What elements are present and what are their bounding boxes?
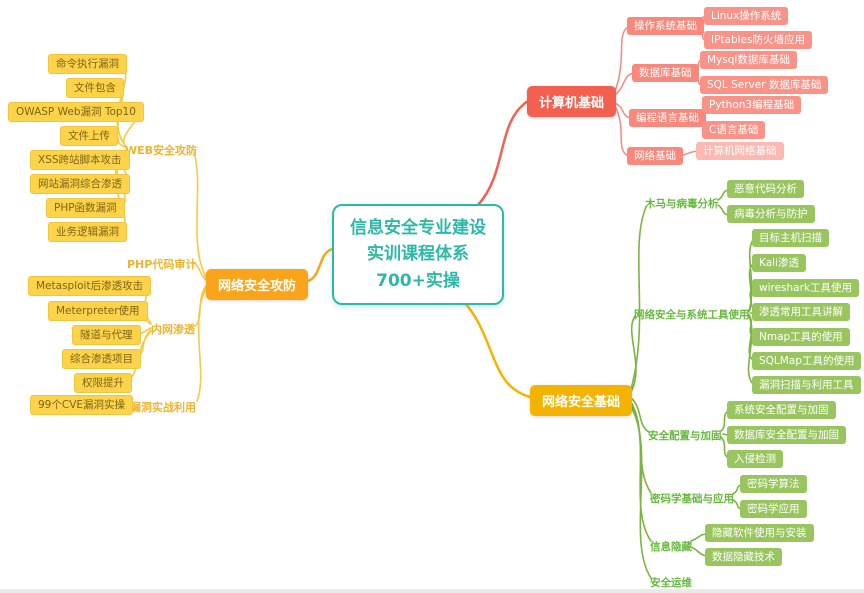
leaf-hiding-software-install[interactable]: 隐藏软件使用与安装: [705, 524, 814, 543]
leaf-cve-practice[interactable]: 99个CVE漏洞实操: [30, 395, 134, 416]
leaf-virus-analysis-protection[interactable]: 病毒分析与防护: [727, 205, 815, 224]
leaf-linux-os[interactable]: Linux操作系统: [704, 7, 789, 26]
leaf-crypto-applications[interactable]: 密码学应用: [740, 500, 807, 519]
topic-security-operations[interactable]: 安全运维: [650, 577, 692, 589]
leaf-nmap-usage[interactable]: Nmap工具的使用: [752, 328, 850, 347]
leaf-meterpreter-usage[interactable]: Meterpreter使用: [48, 301, 148, 322]
basics-branch-lines: [630, 189, 754, 579]
horizontal-scrollbar[interactable]: [0, 589, 864, 593]
topic-programming-basics[interactable]: 编程语言基础: [629, 109, 706, 128]
leaf-computer-network-basics[interactable]: 计算机网络基础: [696, 142, 784, 161]
topic-security-hardening[interactable]: 安全配置与加固: [648, 430, 722, 442]
leaf-mysql-basics[interactable]: Mysql数据库基础: [700, 51, 797, 70]
leaf-php-function-vuln[interactable]: PHP函数漏洞: [46, 198, 125, 219]
leaf-comprehensive-penetration-project[interactable]: 综合渗透项目: [62, 349, 141, 370]
leaf-kali-penetration[interactable]: Kali渗透: [752, 254, 806, 273]
trunk-basics: [453, 291, 532, 399]
leaf-file-inclusion[interactable]: 文件包含: [66, 78, 124, 99]
central-topic[interactable]: 信息安全专业建设 实训课程体系 700+实操: [332, 204, 504, 306]
topic-vuln-exploitation[interactable]: 漏洞实战利用: [130, 401, 196, 414]
topic-os-basics[interactable]: 操作系统基础: [627, 17, 704, 36]
leaf-target-host-scan[interactable]: 目标主机扫描: [752, 229, 829, 248]
computer-branch-lines: [614, 15, 707, 157]
trunk-computer: [476, 99, 530, 207]
topic-intranet-penetration[interactable]: 内网渗透: [151, 323, 195, 336]
leaf-owasp-top10[interactable]: OWASP Web漏洞 Top10: [8, 102, 144, 123]
leaf-metasploit-post-exploitation[interactable]: Metasploit后渗透攻击: [28, 276, 152, 297]
leaf-c-language-basics[interactable]: C语言基础: [702, 121, 766, 140]
trunk-attack: [306, 247, 334, 283]
topic-cryptography-basics[interactable]: 密码学基础与应用: [650, 493, 734, 505]
leaf-website-vuln-penetration[interactable]: 网站漏洞综合渗透: [30, 174, 130, 195]
topic-web-security[interactable]: WEB安全攻防: [125, 144, 198, 157]
topic-security-system-tools[interactable]: 网络安全与系统工具使用: [634, 309, 750, 321]
leaf-iptables-firewall[interactable]: IPtables防火墙应用: [704, 31, 812, 50]
leaf-business-logic-vuln[interactable]: 业务逻辑漏洞: [48, 222, 127, 243]
topic-trojan-virus-analysis[interactable]: 木马与病毒分析: [645, 198, 719, 210]
leaf-wireshark-usage[interactable]: wireshark工具使用: [752, 279, 860, 298]
leaf-sqlserver-basics[interactable]: SQL Server 数据库基础: [700, 76, 829, 95]
branch-network-attack-defense[interactable]: 网络安全攻防: [206, 269, 309, 300]
leaf-python3-basics[interactable]: Python3编程基础: [702, 96, 802, 115]
leaf-malicious-code-analysis[interactable]: 恶意代码分析: [727, 180, 804, 199]
leaf-tunnel-proxy[interactable]: 隧道与代理: [72, 325, 141, 346]
leaf-database-hardening[interactable]: 数据库安全配置与加固: [727, 426, 846, 445]
leaf-sqlmap-usage[interactable]: SQLMap工具的使用: [752, 352, 862, 371]
leaf-intrusion-detection[interactable]: 入侵检测: [727, 450, 783, 469]
leaf-data-hiding-tech[interactable]: 数据隐藏技术: [705, 548, 782, 567]
leaf-common-penetration-tools[interactable]: 渗透常用工具讲解: [752, 303, 850, 322]
leaf-crypto-algorithms[interactable]: 密码学算法: [740, 475, 807, 494]
branch-network-security-basics[interactable]: 网络安全基础: [530, 385, 633, 416]
topic-database-basics[interactable]: 数据库基础: [632, 64, 699, 83]
leaf-file-upload[interactable]: 文件上传: [60, 126, 118, 147]
leaf-system-hardening[interactable]: 系统安全配置与加固: [727, 401, 836, 420]
leaf-xss-attack[interactable]: XSS跨站脚本攻击: [30, 150, 130, 171]
branch-computer-basics[interactable]: 计算机基础: [527, 86, 617, 117]
topic-information-hiding[interactable]: 信息隐藏: [650, 541, 692, 553]
topic-network-basics[interactable]: 网络基础: [627, 147, 683, 166]
leaf-vuln-scan-tools[interactable]: 漏洞扫描与利用工具: [752, 376, 861, 395]
leaf-privilege-escalation[interactable]: 权限提升: [74, 373, 132, 394]
leaf-command-execution-vuln[interactable]: 命令执行漏洞: [48, 54, 127, 75]
topic-php-code-audit[interactable]: PHP代码审计: [127, 258, 197, 271]
